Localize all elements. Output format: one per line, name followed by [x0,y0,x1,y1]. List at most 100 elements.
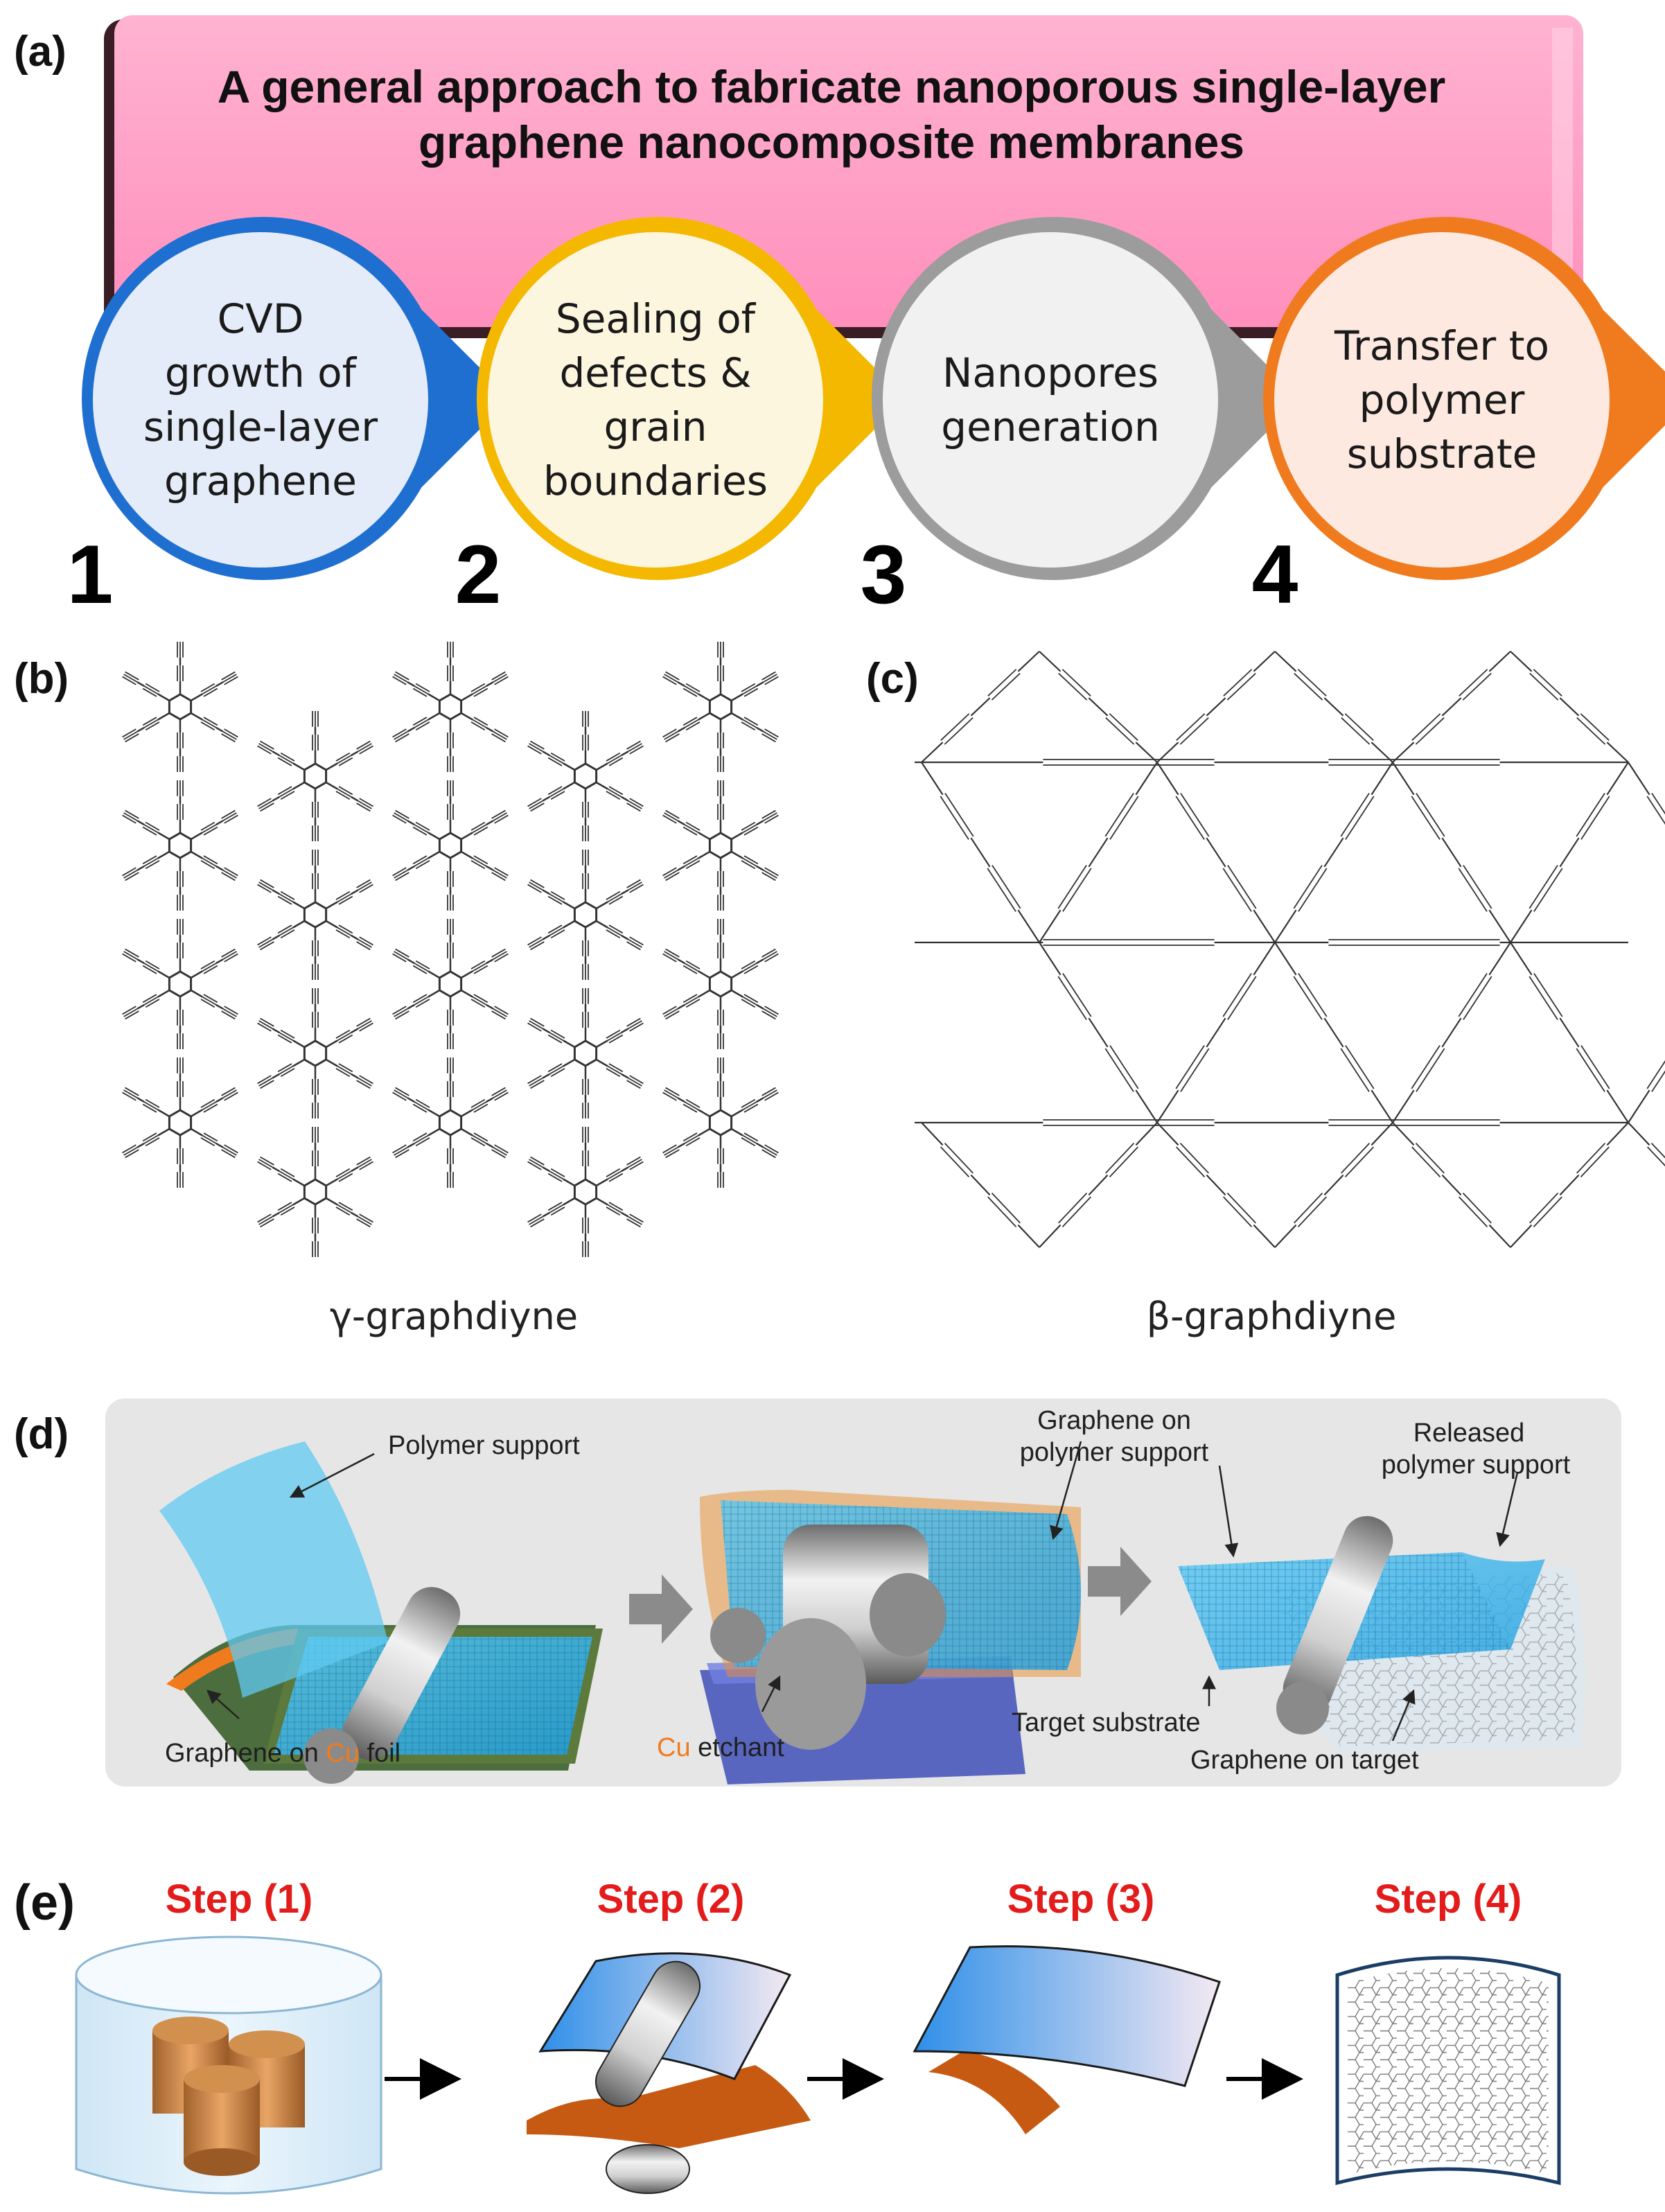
beta-bond-19 [1274,942,1393,1123]
step-4-text-line-3: substrate [1347,430,1538,477]
gamma-node-3 [122,1057,238,1188]
beta-bond-28 [1510,1122,1629,1248]
annotation-foil-suffix: foil [360,1739,400,1768]
beta-bond-3 [921,651,1040,763]
step-1-text-line-1: CVD [218,295,304,342]
beta-bond-22 [1628,1060,1665,1123]
beta-bond-24 [1039,1122,1158,1248]
step-3-text-line-1: Nanopores [942,349,1159,396]
gamma-node-2 [122,919,238,1049]
transfer-roller-1 [303,1587,461,1784]
annotation-cu-etchant-highlight: Cu [657,1733,691,1762]
step-number-4: 4 [1252,528,1298,621]
step-inner [883,232,1218,568]
beta-bond-14 [1510,762,1629,943]
beta-bond-12 [1274,762,1393,943]
step-number-1: 1 [67,528,114,621]
transfer-stage-2 [700,1490,1081,1784]
step-label-1: Step (1) [166,1877,313,1922]
beta-bond-17 [1039,942,1158,1123]
annotation-etchant-suffix: etchant [691,1733,785,1762]
transfer-stage-3 [1178,1516,1585,1753]
beta-bond-4 [1039,651,1158,763]
step-1-text-line-4: graphene [164,457,357,504]
beta-bond-7 [1392,651,1511,763]
beta-bond-13 [1392,762,1511,943]
step-2-text-line-2: defects & [559,349,751,396]
beta-bond-9 [921,762,1040,943]
gamma-node-17 [662,780,779,911]
annotation-cu-highlight: Cu [326,1739,360,1768]
gamma-node-1 [122,780,238,911]
stage-arrow-1 [629,1574,693,1644]
beta-horizontal-bond-0 [915,759,1628,766]
annotation-graphene-on-prefix: Graphene on [165,1739,326,1768]
gamma-node-10 [392,919,509,1049]
transfer-roller-2 [710,1525,946,1750]
roll-transfer-sketch [527,1952,811,2194]
beta-graphdiyne-structure [915,651,1665,1248]
gamma-node-9 [392,780,509,911]
film-release-sketch [913,1945,1221,2134]
beta-bond-15 [1628,762,1665,825]
etching-beaker [75,1936,382,2195]
banner-title-line1: A general approach to fabricate nanoporo… [218,61,1446,112]
beta-bond-10 [1039,762,1158,943]
copper-roll-icon [152,2017,305,2176]
beta-horizontal-bond-1 [915,939,1628,946]
gamma-node-7 [257,1127,373,1257]
step-1-text-line-2: growth of [165,349,358,396]
graphene-membrane-sketch [1335,1956,1561,2186]
beta-bond-18 [1156,942,1276,1123]
annotation-released-line1: Released [1413,1419,1525,1448]
annotation-cu-etchant: Cu etchant [657,1733,784,1762]
gamma-node-14 [527,988,644,1118]
beta-bond-23 [921,1122,1040,1248]
beta-bond-5 [1156,651,1276,763]
transfer-roller-3 [1276,1516,1393,1735]
step-4-text-line-1: Transfer to [1334,322,1549,369]
beta-bond-29 [1628,1122,1665,1167]
gamma-node-11 [392,1057,509,1188]
step-label-2: Step (2) [597,1877,745,1922]
panel-a-label: (a) [14,28,67,76]
gamma-node-0 [122,642,238,772]
beta-bond-26 [1274,1122,1393,1248]
beta-bond-20 [1392,942,1511,1123]
step-number-2: 2 [455,528,502,621]
step-circle-3: Nanopores generation 3 [861,217,1301,621]
panel-d-annotations [206,1441,1519,1741]
beta-bond-27 [1392,1122,1511,1248]
annotation-polymer-support: Polymer support [388,1431,580,1460]
gamma-node-18 [662,919,779,1049]
gamma-node-12 [527,711,644,841]
step-number-3: 3 [861,528,907,621]
gamma-graphdiyne-label: γ-graphdiyne [330,1294,578,1338]
beta-bond-25 [1156,1122,1276,1248]
gamma-node-6 [257,988,373,1118]
roller-icon [594,1960,701,2194]
step-label-4: Step (4) [1375,1877,1522,1922]
gamma-node-16 [662,642,779,772]
beta-bond-6 [1274,651,1393,763]
beta-horizontal-bond-2 [915,1119,1628,1126]
step-2-text-line-1: Sealing of [556,295,757,342]
panel-e-label: (e) [14,1875,75,1931]
panel-d-label: (d) [14,1410,69,1458]
panel-c-label: (c) [866,655,919,703]
step-3-text-line-2: generation [941,403,1159,450]
step-2-text-line-3: grain [604,403,707,450]
gamma-node-4 [257,711,373,841]
annotation-released-line2: polymer support [1382,1450,1571,1480]
beta-bond-21 [1510,942,1629,1123]
annotation-graphene-on-polymer-line1: Graphene on [1037,1406,1191,1435]
annotation-graphene-on-polymer-line2: polymer support [1020,1438,1209,1467]
step-inner [93,232,428,568]
transfer-stage-1 [159,1441,603,1784]
annotation-graphene-on-target: Graphene on target [1190,1746,1419,1775]
annotation-target-substrate: Target substrate [1012,1708,1200,1737]
